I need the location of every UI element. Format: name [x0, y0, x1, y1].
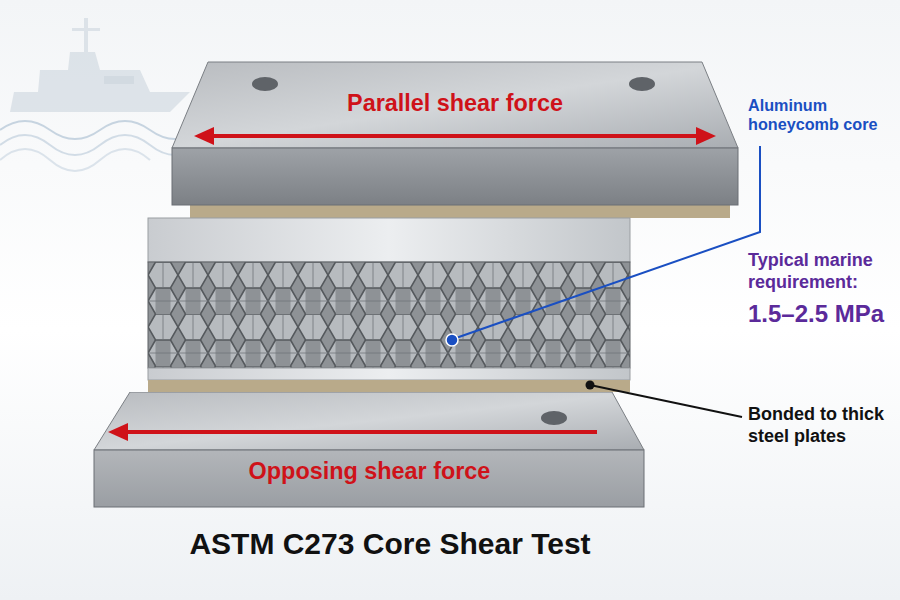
bolt-hole	[541, 411, 567, 425]
bolt-hole	[252, 77, 278, 91]
adhesive-layer	[148, 380, 630, 392]
note-label: Typical marine requirement:	[748, 250, 896, 293]
arrow-head	[194, 127, 214, 145]
face-sheet	[148, 218, 630, 262]
note-label: Bonded to thick steel plates	[748, 404, 896, 447]
value-label: 1.5–2.5 MPa	[748, 300, 896, 329]
leader-dot	[446, 334, 458, 346]
steel-plate: Opposing shear force	[92, 392, 647, 510]
adhesive-layer	[190, 204, 730, 218]
face-sheet	[148, 368, 630, 380]
plate-outline	[170, 60, 740, 208]
diagram-title: ASTM C273 Core Shear Test	[0, 526, 780, 562]
part-label: Aluminum honeycomb core	[748, 96, 898, 135]
force-arrow	[126, 430, 597, 434]
honeycomb-cells	[148, 262, 630, 368]
force-label: Opposing shear force	[92, 458, 647, 485]
steel-plate: Parallel shear force	[170, 60, 740, 208]
plate-outline	[92, 392, 647, 510]
leader-dot	[586, 381, 595, 390]
bolt-hole	[629, 77, 655, 91]
arrow-head	[696, 127, 716, 145]
arrow-head	[108, 423, 128, 441]
plate-top-face	[94, 392, 644, 450]
force-arrow	[210, 134, 700, 138]
ship-watermark	[0, 18, 200, 171]
plate-front-face	[172, 148, 738, 205]
force-label: Parallel shear force	[170, 90, 740, 117]
